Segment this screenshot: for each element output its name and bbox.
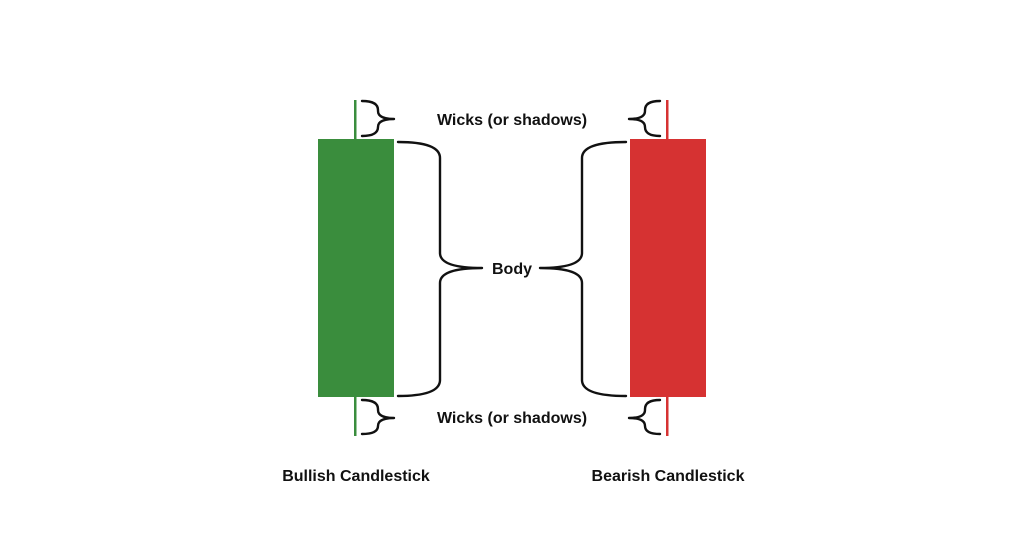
bearish-lower-wick <box>666 396 669 436</box>
label-bullish-candlestick: Bullish Candlestick <box>282 468 430 485</box>
label-bearish-candlestick: Bearish Candlestick <box>592 468 745 485</box>
brace-body-right <box>538 140 628 398</box>
bullish-body <box>318 139 394 397</box>
label-body: Body <box>492 261 532 278</box>
brace-top-left <box>360 99 396 138</box>
bearish-body <box>630 139 706 397</box>
brace-top-right <box>627 99 662 138</box>
brace-bottom-right <box>627 398 662 436</box>
brace-body-left <box>396 140 484 398</box>
bearish-candlestick <box>630 100 706 436</box>
brace-bottom-left <box>360 398 396 436</box>
bullish-upper-wick <box>354 100 357 140</box>
bearish-upper-wick <box>666 100 669 140</box>
bullish-lower-wick <box>354 396 357 436</box>
bullish-candlestick <box>318 100 394 436</box>
label-wicks-bottom: Wicks (or shadows) <box>437 410 587 427</box>
label-wicks-top: Wicks (or shadows) <box>437 112 587 129</box>
